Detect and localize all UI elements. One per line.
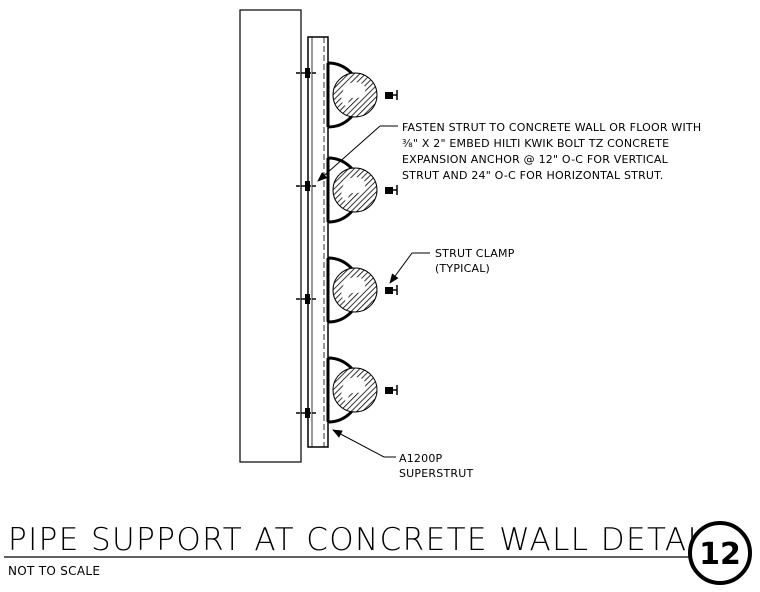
- strut-clamp-note-line-2: (TYPICAL): [435, 262, 490, 275]
- fasten-note-line-4: STRUT AND 24" O-C FOR HORIZONTAL STRUT.: [402, 169, 663, 182]
- pipe-with-strut-clamp: [326, 356, 398, 424]
- superstrut-leader: [332, 429, 396, 458]
- strut-clamp-leader: [389, 252, 430, 284]
- concrete-anchor: [296, 181, 316, 191]
- detail-number: 12: [699, 537, 741, 572]
- superstrut-channel: [307, 36, 329, 448]
- superstrut-note-line-2: SUPERSTRUT: [399, 467, 473, 480]
- fasten-note-line-1: FASTEN STRUT TO CONCRETE WALL OR FLOOR W…: [402, 121, 701, 134]
- detail-number-badge: 12: [688, 521, 752, 585]
- concrete-anchor: [296, 294, 316, 304]
- pipe-with-strut-clamp: [326, 156, 398, 224]
- detail-title: PIPE SUPPORT AT CONCRETE WALL DETAIL: [8, 522, 717, 558]
- concrete-anchor: [296, 408, 316, 418]
- strut-clamp-note-line-1: STRUT CLAMP: [435, 247, 515, 260]
- fasten-note-line-2: ⅜" X 2" EMBED HILTI KWIK BOLT TZ CONCRET…: [402, 137, 669, 150]
- superstrut-note-line-1: A1200P: [399, 452, 443, 465]
- scale-note: NOT TO SCALE: [8, 564, 100, 578]
- concrete-anchor: [296, 68, 316, 78]
- fasten-note-line-3: EXPANSION ANCHOR @ 12" O-C FOR VERTICAL: [402, 153, 669, 166]
- concrete-wall: [239, 9, 302, 463]
- pipe-with-strut-clamp: [326, 61, 398, 129]
- fasten-note-leader: [317, 125, 398, 182]
- pipe-with-strut-clamp: [326, 256, 398, 324]
